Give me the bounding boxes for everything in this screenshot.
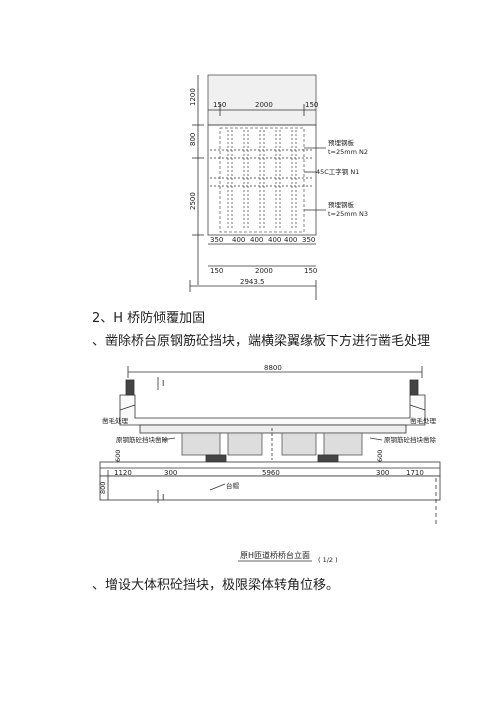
elev-section-mark-bottom: I	[162, 493, 164, 502]
plan-dim-b1-3: 400	[268, 236, 281, 244]
plan-dim-b1-2: 400	[250, 236, 263, 244]
plan-dim-b1-5: 350	[302, 236, 315, 244]
plan-dim-top-2000: 2000	[255, 101, 273, 109]
elev-scale: ( 1/2 )	[318, 556, 338, 564]
section-heading: 2、H 桥防倾覆加固	[92, 311, 206, 326]
elev-top-dim: 8800	[264, 364, 282, 372]
callout-n2-line2: t=25mm N2	[328, 148, 368, 156]
elev-label-right-demolish: 原钢筋砼挡块凿除	[384, 435, 437, 444]
callout-n2-line1: 预埋钢板	[328, 138, 355, 147]
plan-dim-b1-4: 400	[284, 236, 297, 244]
callout-n3-line1: 预埋钢板	[328, 200, 355, 209]
plan-dim-b1-1: 400	[232, 236, 245, 244]
elev-dim-600-right: 600	[376, 450, 384, 462]
paragraph-2: 、增设大体积砼挡块，极限梁体转角位移。	[92, 578, 340, 593]
plan-dim-total: 2943.5	[240, 278, 265, 286]
elev-title: 原H匝道桥桥台立面	[240, 550, 310, 560]
elevation-drawing	[99, 366, 441, 562]
elev-dim-bottom-1710: 1710	[406, 469, 424, 477]
plan-dim-b2-0: 150	[210, 267, 223, 275]
plan-dim-left-2500: 2500	[189, 192, 197, 210]
elev-dim-800: 800	[99, 482, 107, 494]
callout-n1: 45C工字钢 N1	[316, 167, 359, 176]
elev-label-cap: 台帽	[226, 481, 240, 490]
elev-dim-bottom-1120: 1120	[114, 469, 132, 477]
callout-n3-line2: t=25mm N3	[328, 210, 368, 218]
paragraph-1: 、凿除桥台原钢筋砼挡块，端横梁翼缘板下方进行凿毛处理	[92, 334, 431, 349]
elev-dim-bottom-300-right: 300	[376, 469, 389, 477]
plan-dim-top-150-right: 150	[305, 101, 318, 109]
elev-label-left-roughen: 凿毛处理	[102, 416, 129, 425]
plan-dim-left-800: 800	[189, 133, 197, 146]
plan-dim-b1-0: 350	[210, 236, 223, 244]
elev-dim-bottom-5960: 5960	[262, 469, 280, 477]
elev-label-right-roughen: 凿毛处理	[410, 416, 437, 425]
elev-dim-bottom-300-left: 300	[164, 469, 177, 477]
elev-dim-600-left: 600	[114, 450, 122, 462]
plan-dim-top-150-left: 150	[213, 101, 226, 109]
plan-drawing	[189, 74, 326, 300]
elev-section-mark-top: I	[162, 379, 164, 388]
elev-label-left-demolish: 原钢筋砼挡块凿除	[116, 435, 169, 444]
plan-dim-b2-2: 150	[304, 267, 317, 275]
plan-dim-b2-1: 2000	[255, 267, 273, 275]
plan-dim-left-1200: 1200	[189, 88, 197, 106]
